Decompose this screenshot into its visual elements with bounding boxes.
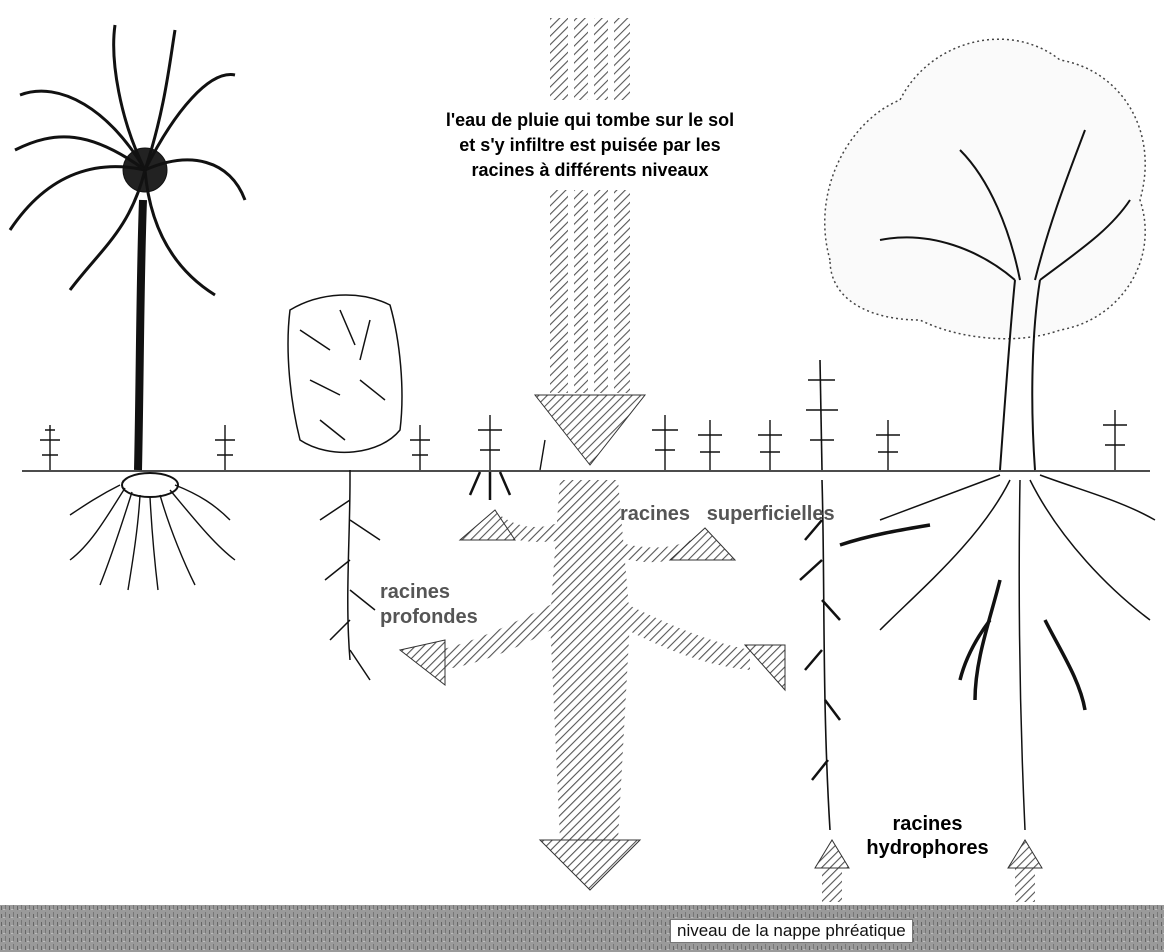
rain-arrow xyxy=(430,18,750,465)
arrow-head-deep-right xyxy=(745,645,785,690)
water-table-label: niveau de la nappe phréatique xyxy=(670,919,913,943)
tall-plant-roots xyxy=(800,360,840,830)
soil-flow-arrows xyxy=(400,480,785,890)
deep-roots-word-1: racines xyxy=(380,580,478,605)
deep-roots-label: racines profondes xyxy=(380,580,478,630)
large-tree-illustration xyxy=(825,39,1155,830)
arrow-head-deep-left xyxy=(400,640,445,685)
arrow-head-bottom xyxy=(540,840,640,890)
palm-tree-illustration xyxy=(10,25,245,590)
deep-roots-word-2: profondes xyxy=(380,605,478,630)
rain-caption-line-3: racines à différents niveaux xyxy=(425,158,755,183)
hydrophore-roots-word-2: hydrophores xyxy=(855,836,1000,860)
rain-caption-line-1: l'eau de pluie qui tombe sur le sol xyxy=(425,108,755,133)
water-table-band xyxy=(0,905,1164,952)
rain-caption: l'eau de pluie qui tombe sur le sol et s… xyxy=(425,108,755,183)
superficial-roots-word-1: racines xyxy=(620,503,690,525)
hydrophore-roots-word-1: racines xyxy=(855,812,1000,836)
hydrophore-roots-label: racines hydrophores xyxy=(855,812,1000,860)
rain-caption-line-2: et s'y infiltre est puisée par les xyxy=(425,133,755,158)
arrow-head-superficial-right xyxy=(670,528,735,560)
superficial-roots-label: racines superficielles xyxy=(620,503,835,526)
superficial-roots-word-2: superficielles xyxy=(707,503,835,525)
